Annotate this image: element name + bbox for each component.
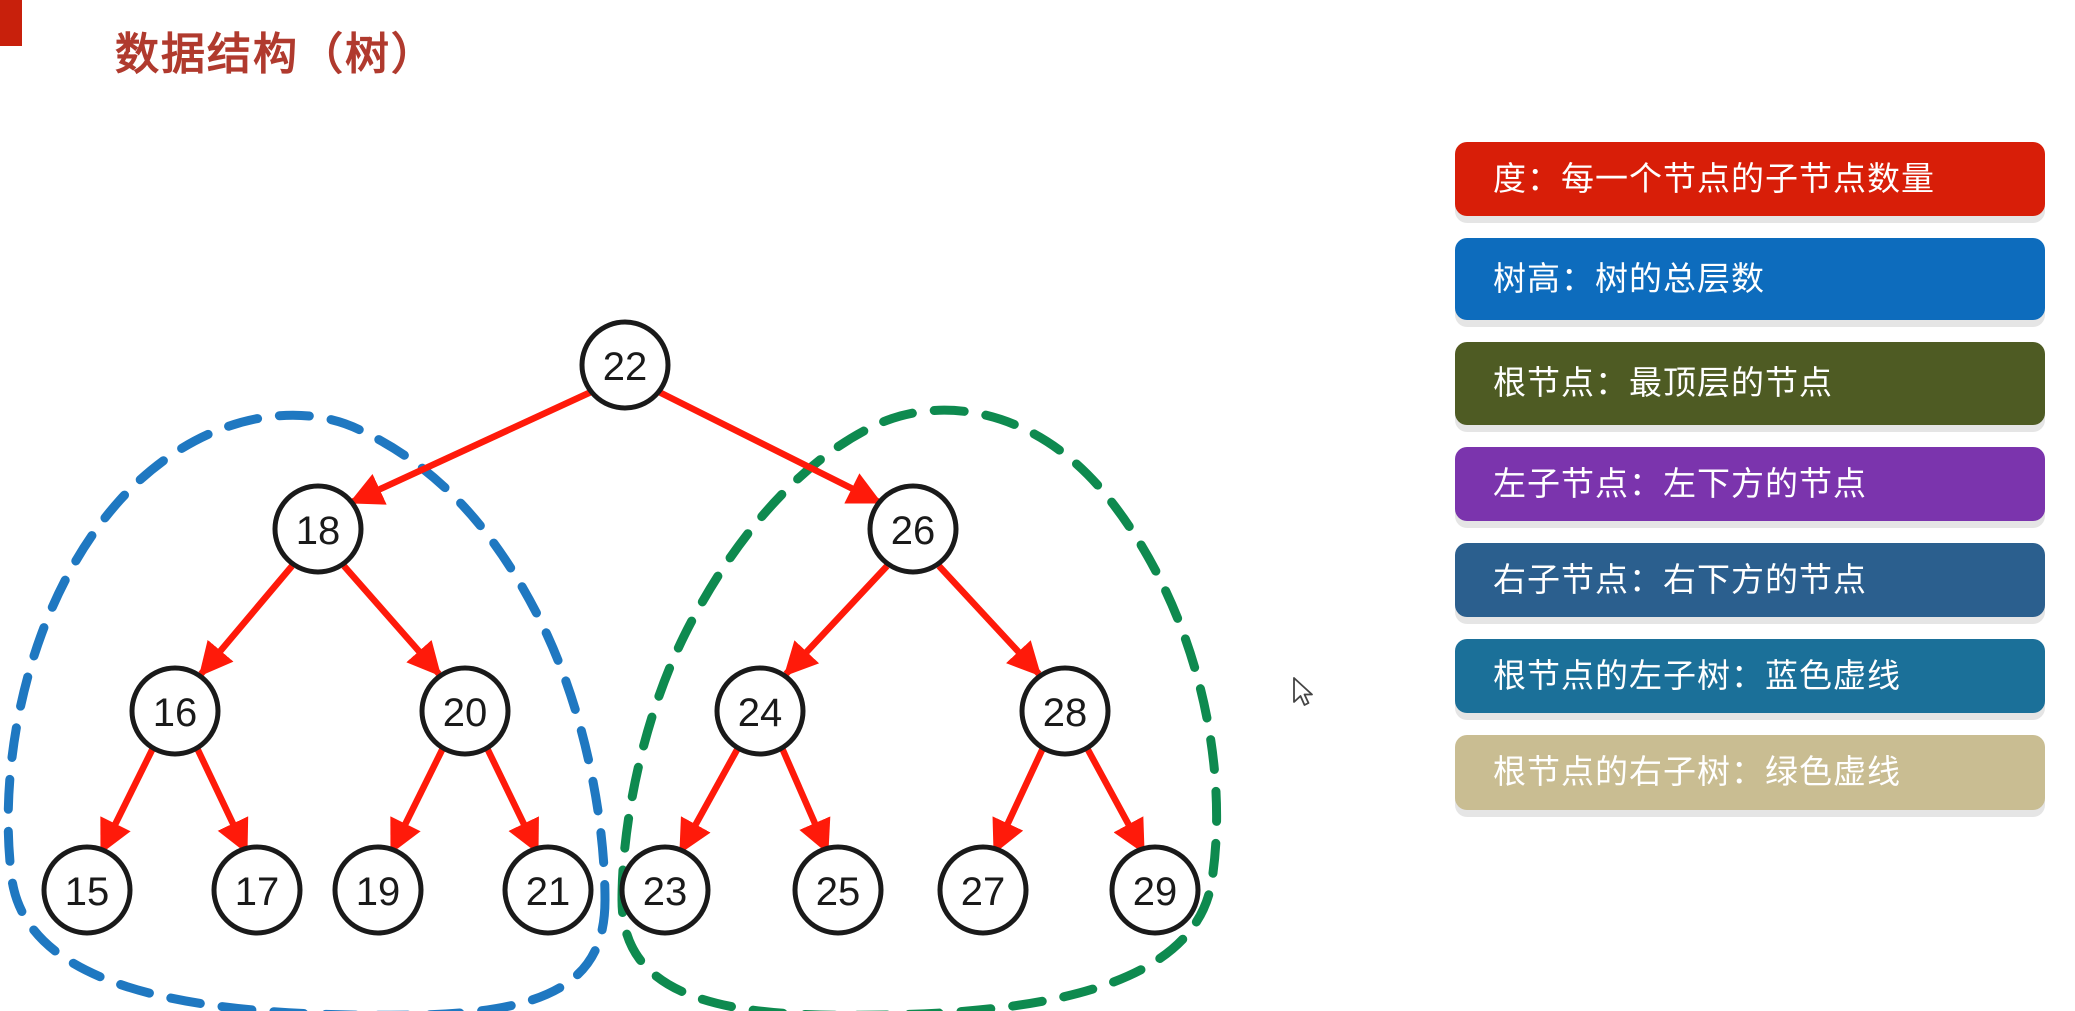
edge-16-15 [99, 746, 156, 855]
edge-26-28 [936, 563, 1042, 677]
edge-22-26 [657, 389, 883, 505]
tree-node-20[interactable]: 20 [419, 665, 511, 757]
edge-24-25 [779, 746, 831, 855]
legend-item-label: 根节点：最顶层的节点 [1493, 364, 1833, 402]
tree-node-24[interactable]: 24 [714, 665, 806, 757]
corner-accent-mark [0, 0, 22, 46]
tree-node-label: 22 [603, 345, 648, 389]
legend-item-label: 根节点的左子树：蓝色虚线 [1493, 657, 1901, 695]
tree-node-label: 20 [443, 691, 488, 735]
legend-item-left-subtree[interactable]: 根节点的左子树：蓝色虚线 [1455, 639, 2045, 714]
tree-node-label: 17 [235, 870, 280, 914]
legend-item-label: 度：每一个节点的子节点数量 [1493, 160, 1935, 197]
tree-node-17[interactable]: 17 [211, 844, 303, 936]
legend-item-tree-height[interactable]: 树高：树的总层数 [1455, 238, 2045, 321]
page-title: 数据结构（树） [115, 30, 437, 79]
tree-node-29[interactable]: 29 [1109, 844, 1201, 936]
tree-node-15[interactable]: 15 [41, 844, 133, 936]
edge-22-18 [348, 389, 593, 505]
edge-16-17 [194, 746, 249, 855]
tree-node-label: 26 [891, 509, 936, 553]
legend-item-left-child[interactable]: 左子节点：左下方的节点 [1455, 446, 2045, 521]
legend-item-right-child[interactable]: 右子节点：右下方的节点 [1455, 542, 2045, 618]
legend-item-label: 根节点的右子树：绿色虚线 [1493, 753, 1901, 791]
right-subtree-outline [617, 405, 1222, 1011]
tree-node-26[interactable]: 26 [867, 483, 959, 575]
tree-node-label: 29 [1133, 870, 1178, 914]
tree-node-label: 24 [738, 691, 783, 735]
left-subtree-outline [3, 410, 610, 1011]
edge-20-19 [389, 746, 446, 855]
edge-20-21 [484, 746, 540, 855]
tree-node-18[interactable]: 18 [272, 483, 364, 575]
edge-28-29 [1084, 746, 1146, 854]
edge-24-23 [678, 746, 741, 854]
tree-node-22[interactable]: 22 [579, 319, 671, 411]
tree-node-label: 21 [526, 870, 571, 914]
edge-26-24 [783, 563, 890, 677]
legend-item-root-node[interactable]: 根节点：最顶层的节点 [1455, 342, 2045, 425]
edge-18-20 [341, 563, 442, 677]
tree-node-label: 25 [816, 870, 861, 914]
binary-tree-diagram: 22 18 26 16 20 24 28 15 [3, 319, 1222, 1011]
tree-node-28[interactable]: 28 [1019, 665, 1111, 757]
legend-item-label: 树高：树的总层数 [1493, 260, 1765, 298]
tree-node-label: 18 [296, 509, 341, 553]
legend-item-label: 左子节点：左下方的节点 [1493, 464, 1867, 502]
legend-item-right-subtree[interactable]: 根节点的右子树：绿色虚线 [1455, 735, 2045, 810]
tree-node-16[interactable]: 16 [129, 665, 221, 757]
tree-node-label: 28 [1043, 691, 1088, 735]
tree-node-25[interactable]: 25 [792, 844, 884, 936]
tree-node-label: 16 [153, 691, 198, 735]
edge-18-16 [198, 563, 295, 677]
tree-nodes: 22 18 26 16 20 24 28 15 [41, 319, 1201, 936]
legend-item-label: 右子节点：右下方的节点 [1493, 560, 1867, 598]
tree-node-19[interactable]: 19 [332, 844, 424, 936]
tree-node-21[interactable]: 21 [502, 844, 594, 936]
tree-node-label: 15 [65, 870, 110, 914]
tree-node-label: 23 [643, 870, 688, 914]
tree-node-label: 19 [356, 870, 401, 914]
edge-28-27 [992, 746, 1046, 855]
legend-panel: 度：每一个节点的子节点数量 树高：树的总层数 根节点：最顶层的节点 左子节点：左… [1455, 142, 2045, 832]
tree-node-27[interactable]: 27 [937, 844, 1029, 936]
tree-edges [99, 389, 1146, 855]
tree-node-label: 27 [961, 870, 1006, 914]
legend-item-degree[interactable]: 度：每一个节点的子节点数量 [1455, 142, 2045, 217]
tree-node-23[interactable]: 23 [619, 844, 711, 936]
